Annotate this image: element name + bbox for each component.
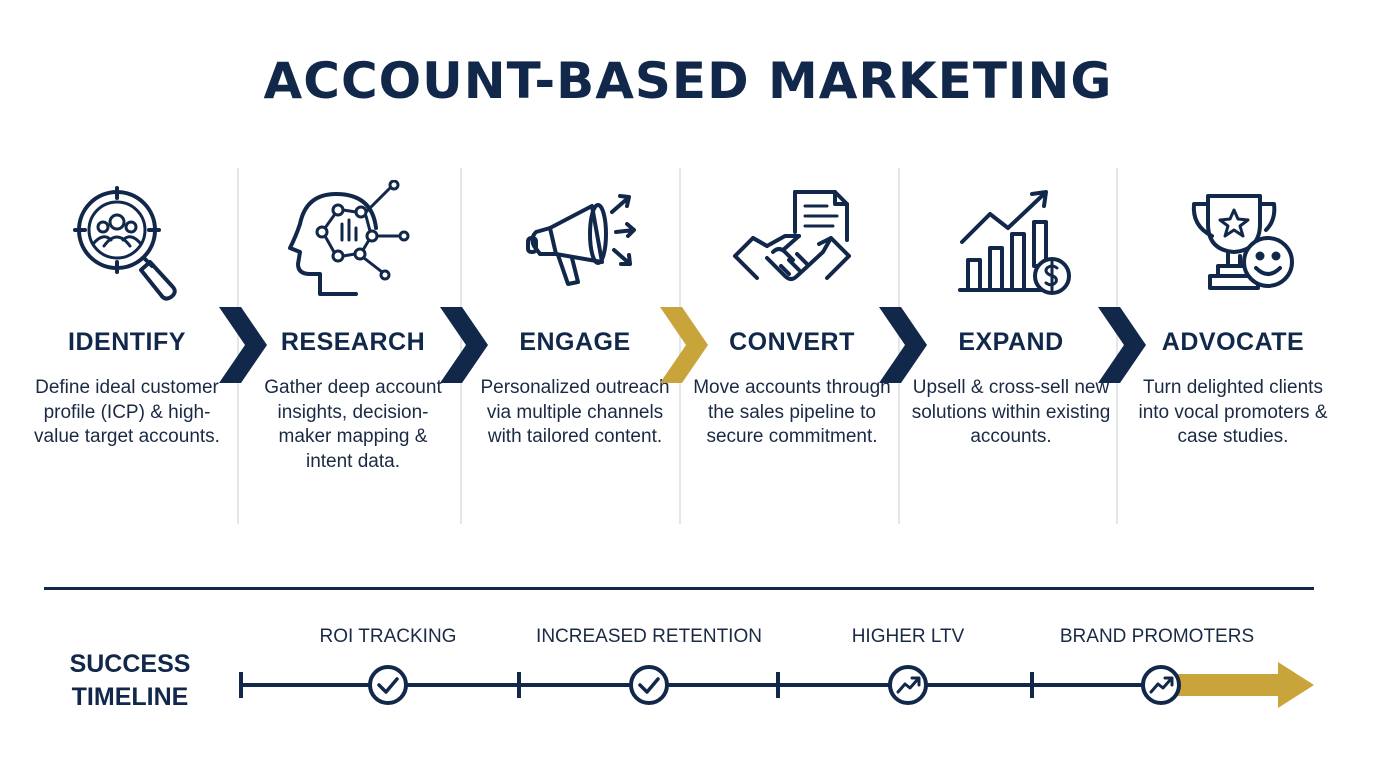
check-circle-icon <box>629 665 669 705</box>
section-divider <box>44 587 1314 590</box>
chevron-right-icon <box>1098 307 1146 383</box>
stage-description: Move accounts through the sales pipeline… <box>693 377 891 447</box>
timeline-title-line: SUCCESS <box>69 650 191 678</box>
milestone-label: INCREASED RETENTION <box>536 626 762 647</box>
column-divider <box>237 168 239 524</box>
timeline-title: SUCCESS TIMELINE <box>50 648 210 714</box>
stage-identify: IDENTIFY Define ideal customer profile (… <box>27 180 227 447</box>
stage-label: ENGAGE <box>519 328 631 356</box>
stage-research: RESEARCH Gather deep account insights, d… <box>253 180 453 472</box>
stage-label: CONVERT <box>729 328 855 356</box>
stage-label: RESEARCH <box>280 328 426 356</box>
trend-circle-icon <box>888 665 928 705</box>
timeline-arrow <box>1160 662 1314 708</box>
growth-chart-dollar-icon <box>958 190 1071 295</box>
stage-description: Define ideal customer profile (ICP) & hi… <box>34 377 220 447</box>
magnifier-people-icon <box>73 186 177 301</box>
stage-label: ADVOCATE <box>1161 328 1305 356</box>
check-circle-icon <box>368 665 408 705</box>
stage-engage: ENGAGE Personalized outreach via multipl… <box>475 180 675 447</box>
brain-network-icon <box>288 180 410 296</box>
trend-circle-icon <box>1141 665 1181 705</box>
page-title: ACCOUNT-BASED MARKETING <box>263 52 1113 110</box>
stage-description: Personalized outreach via multiple chann… <box>480 377 670 447</box>
stage-label: IDENTIFY <box>68 328 186 356</box>
stage-expand: EXPAND Upsell & cross-sell new solutions… <box>911 180 1111 447</box>
milestone-label: HIGHER LTV <box>851 626 965 647</box>
stage-label: EXPAND <box>958 328 1064 356</box>
chevron-right-icon <box>440 307 488 383</box>
milestone-label: ROI TRACKING <box>319 626 457 647</box>
column-divider <box>460 168 462 524</box>
column-divider <box>1116 168 1118 524</box>
stage-convert: CONVERT Move accounts through the sales … <box>692 180 892 447</box>
milestone-label: BRAND PROMOTERS <box>1059 626 1255 647</box>
chevron-right-icon <box>219 307 267 383</box>
column-divider <box>898 168 900 524</box>
stage-advocate: ADVOCATE Turn delighted clients into voc… <box>1133 180 1333 447</box>
timeline-title-line: TIMELINE <box>71 683 189 711</box>
column-divider <box>679 168 681 524</box>
chevron-right-icon <box>660 307 708 383</box>
stage-description: Upsell & cross-sell new solutions within… <box>911 377 1111 447</box>
megaphone-icon <box>526 194 636 286</box>
stage-description: Gather deep account insights, decision-m… <box>264 377 442 472</box>
handshake-contract-icon <box>733 190 851 281</box>
stage-description: Turn delighted clients into vocal promot… <box>1138 377 1328 447</box>
timeline-track <box>239 662 1314 708</box>
chevron-right-icon <box>879 307 927 383</box>
trophy-smile-icon <box>1191 194 1294 290</box>
